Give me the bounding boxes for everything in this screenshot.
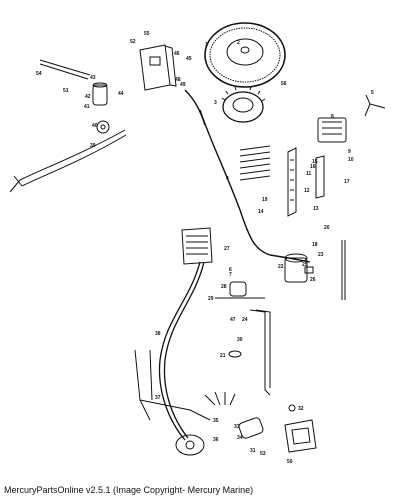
callout-13: 13 bbox=[313, 206, 319, 212]
callout-20: 20 bbox=[324, 225, 330, 231]
rod-37 bbox=[341, 240, 346, 300]
callout-36: 36 bbox=[213, 437, 219, 443]
screw-32[interactable] bbox=[288, 404, 296, 412]
starter-solenoid[interactable] bbox=[284, 253, 308, 283]
callout-25: 25 bbox=[302, 262, 308, 268]
connector-upper-left[interactable] bbox=[96, 120, 110, 134]
callout-21: 21 bbox=[220, 353, 226, 359]
callout-50: 50 bbox=[287, 459, 293, 465]
callout-15: 15 bbox=[312, 159, 318, 165]
callout-18: 18 bbox=[312, 242, 318, 248]
callout-56: 56 bbox=[281, 81, 287, 87]
callout-9: 9 bbox=[348, 149, 351, 155]
callout-35: 35 bbox=[213, 418, 219, 424]
callout-39: 39 bbox=[90, 143, 96, 149]
callout-47: 47 bbox=[230, 317, 236, 323]
callout-29: 29 bbox=[208, 296, 214, 302]
callouts: 1 2 3 4 5 6 7 8 9 10 11 12 13 14 15 16 1… bbox=[36, 31, 374, 465]
callout-54: 54 bbox=[36, 71, 42, 77]
callout-45: 45 bbox=[186, 56, 192, 62]
callout-30: 30 bbox=[237, 337, 243, 343]
callout-37: 37 bbox=[155, 395, 161, 401]
mounting-plate[interactable] bbox=[284, 419, 317, 453]
harness-plug[interactable] bbox=[181, 227, 213, 265]
callout-2: 2 bbox=[237, 40, 240, 46]
image-caption: MercuryPartsOnline v2.5.1 (Image Copyrig… bbox=[4, 485, 254, 495]
callout-19: 19 bbox=[262, 197, 268, 203]
callout-33: 33 bbox=[234, 424, 240, 430]
callout-22: 22 bbox=[278, 264, 284, 270]
callout-27: 27 bbox=[224, 246, 230, 252]
callout-17: 17 bbox=[344, 179, 350, 185]
callout-48: 48 bbox=[175, 77, 181, 83]
callout-6: 6 bbox=[229, 267, 232, 273]
lower-harness bbox=[134, 349, 211, 421]
callout-24: 24 bbox=[242, 317, 248, 323]
callout-32: 32 bbox=[298, 406, 304, 412]
callout-52: 52 bbox=[130, 39, 136, 45]
bracket-5[interactable] bbox=[364, 94, 386, 117]
callout-11: 11 bbox=[306, 171, 312, 177]
callout-28: 28 bbox=[221, 284, 227, 290]
callout-43: 43 bbox=[90, 75, 96, 81]
callout-1: 1 bbox=[205, 42, 208, 48]
connector-fan bbox=[204, 391, 236, 406]
long-cable bbox=[158, 261, 205, 441]
callout-41: 41 bbox=[84, 104, 90, 110]
switch-box[interactable] bbox=[139, 44, 177, 91]
callout-14: 14 bbox=[258, 209, 264, 215]
fuse-26[interactable] bbox=[304, 266, 314, 274]
callout-16: 16 bbox=[310, 164, 316, 170]
callout-38: 38 bbox=[155, 331, 161, 337]
fuse-strip[interactable] bbox=[315, 155, 325, 199]
choke-solenoid[interactable] bbox=[238, 417, 264, 440]
callout-53: 53 bbox=[260, 451, 266, 457]
callout-46: 46 bbox=[174, 51, 180, 57]
flywheel[interactable] bbox=[204, 22, 286, 88]
callout-10: 10 bbox=[348, 157, 354, 163]
terminal-block[interactable] bbox=[287, 147, 297, 217]
callout-12: 12 bbox=[304, 188, 310, 194]
callout-26: 26 bbox=[310, 277, 316, 283]
callout-51: 51 bbox=[63, 88, 69, 94]
callout-34: 34 bbox=[237, 435, 243, 441]
wiring-diagram: 1 2 3 4 5 6 7 8 9 10 11 12 13 14 15 16 1… bbox=[9, 22, 386, 465]
callout-44: 44 bbox=[118, 91, 124, 97]
callout-7: 7 bbox=[229, 272, 232, 278]
callout-49: 49 bbox=[180, 82, 186, 88]
harness-fan bbox=[239, 145, 271, 181]
callout-31: 31 bbox=[250, 448, 256, 454]
stator[interactable] bbox=[221, 86, 266, 123]
left-harness bbox=[9, 59, 127, 193]
rectifier[interactable] bbox=[317, 117, 347, 143]
callout-40: 40 bbox=[92, 123, 98, 129]
callout-42: 42 bbox=[85, 94, 91, 100]
fuse-holder[interactable] bbox=[229, 281, 247, 297]
callout-55: 55 bbox=[144, 31, 150, 37]
callout-23: 23 bbox=[318, 252, 324, 258]
callout-5: 5 bbox=[371, 90, 374, 96]
callout-4: 4 bbox=[226, 176, 229, 182]
key-switch[interactable] bbox=[175, 434, 205, 456]
ignition-coil-left[interactable] bbox=[92, 82, 108, 106]
callout-8: 8 bbox=[331, 114, 334, 120]
callout-3: 3 bbox=[214, 100, 217, 106]
clip-21[interactable] bbox=[228, 350, 242, 358]
cable-loop bbox=[249, 309, 271, 396]
